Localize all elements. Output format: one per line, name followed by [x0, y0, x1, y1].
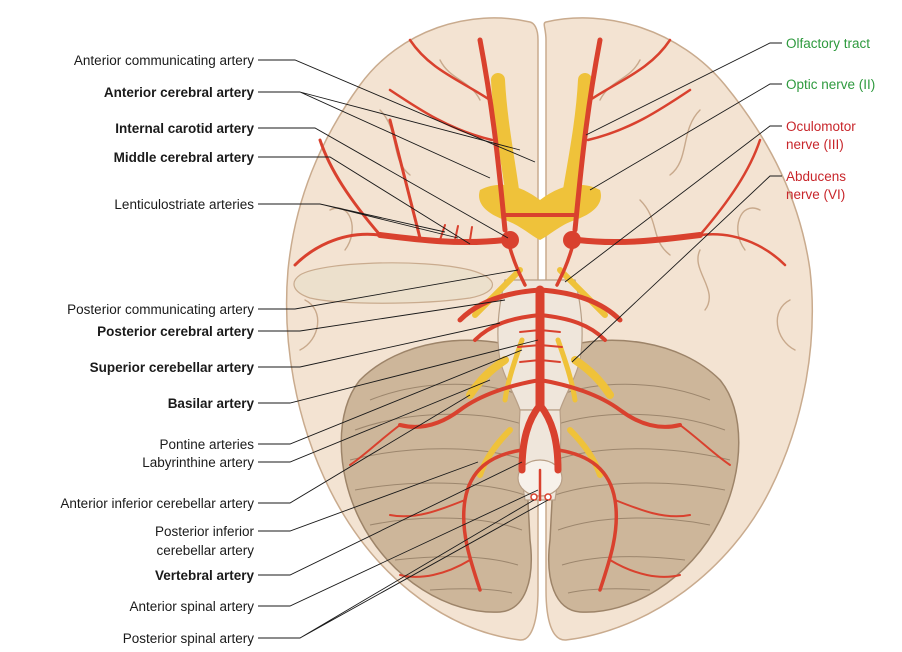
label-internal-carotid-artery: Internal carotid artery	[115, 121, 254, 136]
cerebellum-left	[341, 340, 531, 612]
label-oculomotor-nerve-line1: Oculomotor	[786, 119, 856, 134]
label-posterior-communicating-artery: Posterior communicating artery	[67, 302, 254, 317]
label-basilar-artery: Basilar artery	[168, 396, 255, 411]
label-anterior-cerebral-artery: Anterior cerebral artery	[104, 85, 255, 100]
label-anterior-communicating-artery: Anterior communicating artery	[74, 53, 254, 68]
label-anterior-spinal-artery: Anterior spinal artery	[129, 599, 254, 614]
cerebellum-right	[549, 340, 739, 612]
label-abducens-nerve-line2: nerve (VI)	[786, 187, 845, 202]
label-anterior-inferior-cerebellar-artery: Anterior inferior cerebellar artery	[60, 496, 254, 511]
label-olfactory-tract: Olfactory tract	[786, 36, 870, 51]
label-pontine-arteries: Pontine arteries	[159, 437, 254, 452]
label-abducens-nerve-line1: Abducens	[786, 169, 846, 184]
label-optic-nerve: Optic nerve (II)	[786, 77, 875, 92]
spinal-vessel	[545, 494, 551, 500]
labels-right: Olfactory tract Optic nerve (II) Oculomo…	[786, 36, 875, 202]
label-posterior-inferior-cerebellar-artery-line2: cerebellar artery	[156, 543, 254, 558]
label-posterior-cerebral-artery: Posterior cerebral artery	[97, 324, 254, 339]
label-superior-cerebellar-artery: Superior cerebellar artery	[90, 360, 255, 375]
label-labyrinthine-artery: Labyrinthine artery	[142, 455, 254, 470]
temporal-pole	[294, 263, 492, 303]
label-posterior-inferior-cerebellar-artery-line1: Posterior inferior	[155, 524, 255, 539]
label-middle-cerebral-artery: Middle cerebral artery	[114, 150, 255, 165]
label-lenticulostriate-arteries: Lenticulostriate arteries	[114, 197, 254, 212]
label-oculomotor-nerve-line2: nerve (III)	[786, 137, 844, 152]
spinal-vessel	[531, 494, 537, 500]
labels-left: Anterior communicating artery Anterior c…	[60, 53, 254, 646]
label-vertebral-artery: Vertebral artery	[155, 568, 255, 583]
label-posterior-spinal-artery: Posterior spinal artery	[123, 631, 255, 646]
